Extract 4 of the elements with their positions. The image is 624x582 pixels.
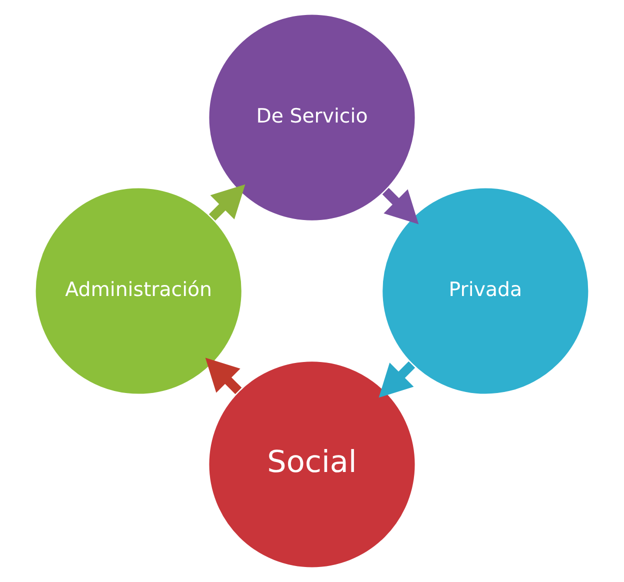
arrow [382,188,419,224]
arrow [205,358,242,394]
arrow [378,361,416,398]
arrow [208,184,246,221]
